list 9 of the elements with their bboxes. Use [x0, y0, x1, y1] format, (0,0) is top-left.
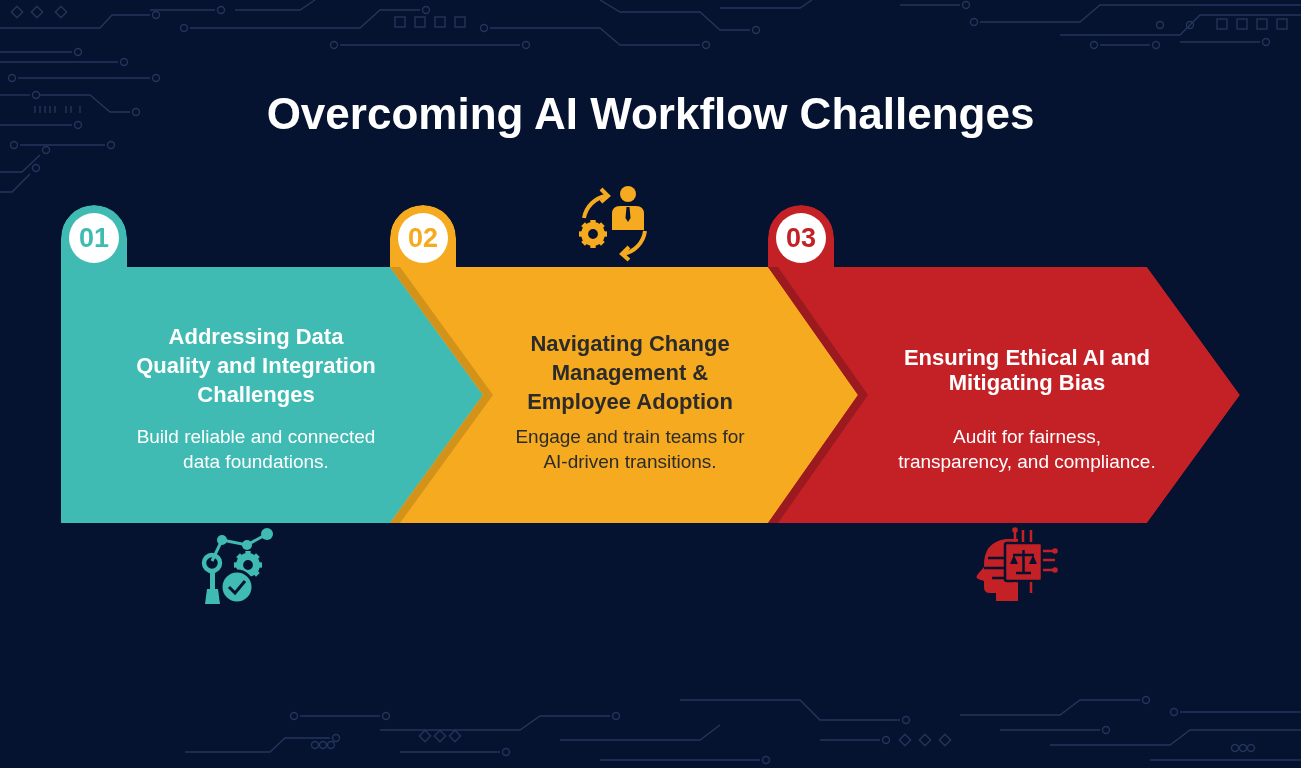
- step-description: Build reliable and connected data foundations.: [135, 425, 377, 474]
- step-description: Engage and train teams for AI-driven transitions.: [514, 425, 746, 474]
- step-heading: Navigating Change Management & Employee Adoption: [526, 330, 734, 416]
- chevron-step: [768, 205, 1240, 523]
- chevron-step: [61, 205, 483, 523]
- title: Overcoming AI Workflow Challenges: [266, 88, 1035, 140]
- step-description: Audit for fairness, transparency, and compliance.: [897, 425, 1157, 474]
- step-heading: Ensuring Ethical AI and Mitigating Bias: [902, 345, 1152, 395]
- step-heading: Addressing Data Quality and Integration Challenges: [135, 323, 377, 409]
